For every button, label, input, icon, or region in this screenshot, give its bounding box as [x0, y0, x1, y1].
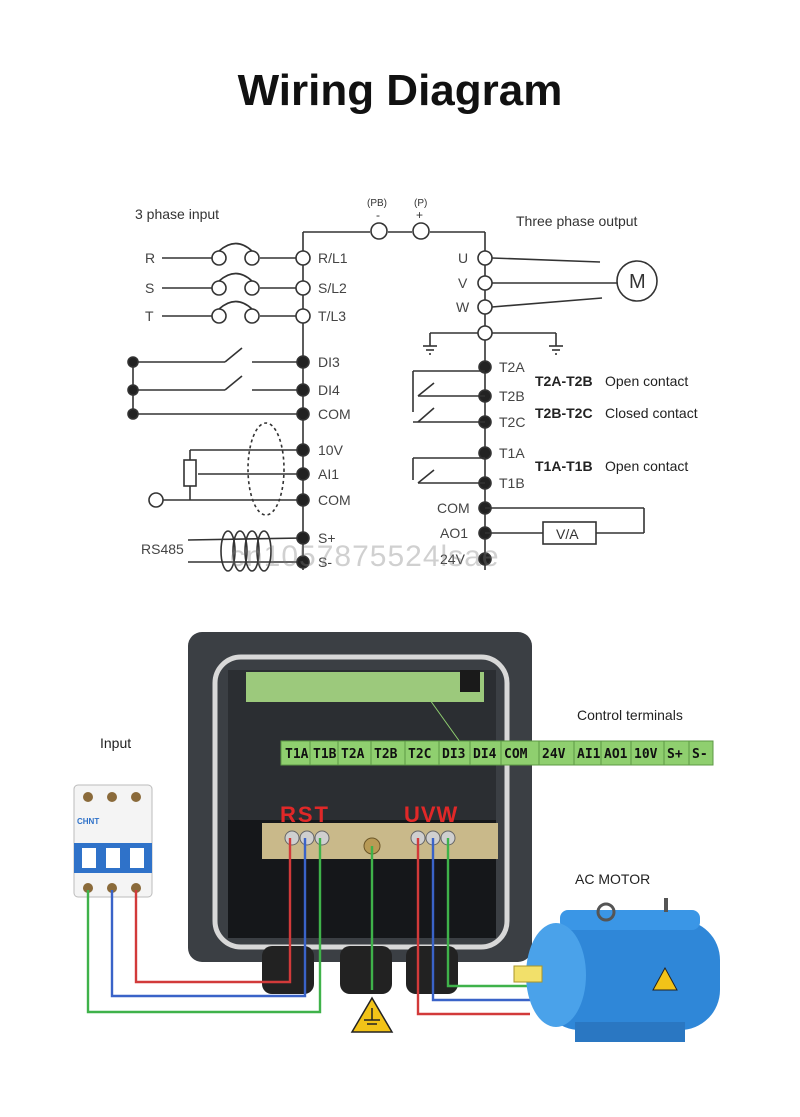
motor-symbol: M — [629, 271, 646, 293]
term-s-minus: S- — [318, 554, 332, 570]
phase-t: T — [145, 308, 154, 324]
control-terminal-strip-labels: T1A T1B T2A T2B T2C DI3 DI4 COM 24V AI1 … — [285, 747, 708, 762]
contact-pair-2: T2B-T2C — [535, 405, 593, 421]
contact-desc-1: Open contact — [605, 373, 688, 389]
term-ai1: AI1 — [318, 466, 339, 482]
term-tl3: T/L3 — [318, 308, 346, 324]
pb-label: (PB) — [367, 198, 387, 209]
strip-10v: 10V — [634, 747, 658, 762]
strip-s-plus: S+ — [667, 747, 683, 762]
term-u: U — [458, 250, 468, 266]
term-com-1: COM — [318, 406, 351, 422]
term-v: V — [458, 275, 468, 291]
rs485-label: RS485 — [141, 541, 184, 557]
strip-24v: 24V — [542, 747, 566, 762]
schematic — [127, 222, 658, 572]
strip-t2a: T2A — [341, 747, 365, 762]
term-t2b: T2B — [499, 388, 525, 404]
phase-s: S — [145, 280, 154, 296]
strip-di3: DI3 — [442, 747, 465, 762]
strip-leader — [429, 699, 461, 743]
term-ao1: AO1 — [440, 525, 468, 541]
term-di4: DI4 — [318, 382, 340, 398]
va-label: V/A — [556, 526, 579, 542]
strip-t1a: T1A — [285, 747, 309, 762]
contact-pair-3: T1A-T1B — [535, 458, 593, 474]
strip-t2c: T2C — [408, 747, 431, 762]
strip-di4: DI4 — [473, 747, 497, 762]
strip-ao1: AO1 — [604, 747, 628, 762]
uvw-label: UVW — [404, 802, 458, 827]
contact-desc-2: Closed contact — [605, 405, 698, 421]
phase-r: R — [145, 250, 155, 266]
photo-input-label: Input — [100, 735, 131, 751]
rst-label: RST — [280, 802, 330, 827]
term-s-plus: S+ — [318, 530, 336, 546]
schematic-labels: 3 phase input Three phase output (PB) (P… — [135, 198, 698, 570]
ground-warning-icon — [350, 996, 394, 1033]
watermark: cn1057875524lsae — [230, 540, 500, 573]
term-t2c: T2C — [499, 414, 525, 430]
term-t2a: T2A — [499, 359, 525, 375]
control-terminal-strip — [280, 740, 714, 766]
circuit-breaker — [73, 784, 153, 898]
strip-dividers — [309, 741, 690, 765]
ac-motor-icon — [513, 898, 720, 1042]
term-w: W — [456, 299, 470, 315]
input-label: 3 phase input — [135, 206, 219, 222]
ac-motor-label: AC MOTOR — [575, 871, 650, 887]
term-sl2: S/L2 — [318, 280, 347, 296]
term-di3: DI3 — [318, 354, 340, 370]
plus-label: + — [416, 208, 423, 222]
page-title: Wiring Diagram — [237, 66, 563, 115]
term-24v: 24V — [440, 551, 466, 567]
term-t1b: T1B — [499, 475, 525, 491]
term-10v: 10V — [318, 442, 344, 458]
breaker-brand: CHNT — [77, 817, 99, 826]
strip-t2b: T2B — [374, 747, 398, 762]
strip-ai1: AI1 — [577, 747, 601, 762]
term-com-3: COM — [437, 500, 470, 516]
inverter-enclosure — [188, 632, 532, 994]
p-label: (P) — [414, 198, 427, 209]
minus-label: - — [376, 208, 380, 222]
strip-com: COM — [504, 747, 528, 762]
strip-s-minus: S- — [692, 747, 708, 762]
contact-desc-3: Open contact — [605, 458, 688, 474]
contact-pair-1: T2A-T2B — [535, 373, 593, 389]
term-com-2: COM — [318, 492, 351, 508]
control-terminals-label: Control terminals — [577, 707, 683, 723]
strip-t1b: T1B — [313, 747, 337, 762]
output-label: Three phase output — [516, 213, 638, 229]
term-rl1: R/L1 — [318, 250, 348, 266]
wires — [86, 838, 530, 1016]
term-t1a: T1A — [499, 445, 525, 461]
